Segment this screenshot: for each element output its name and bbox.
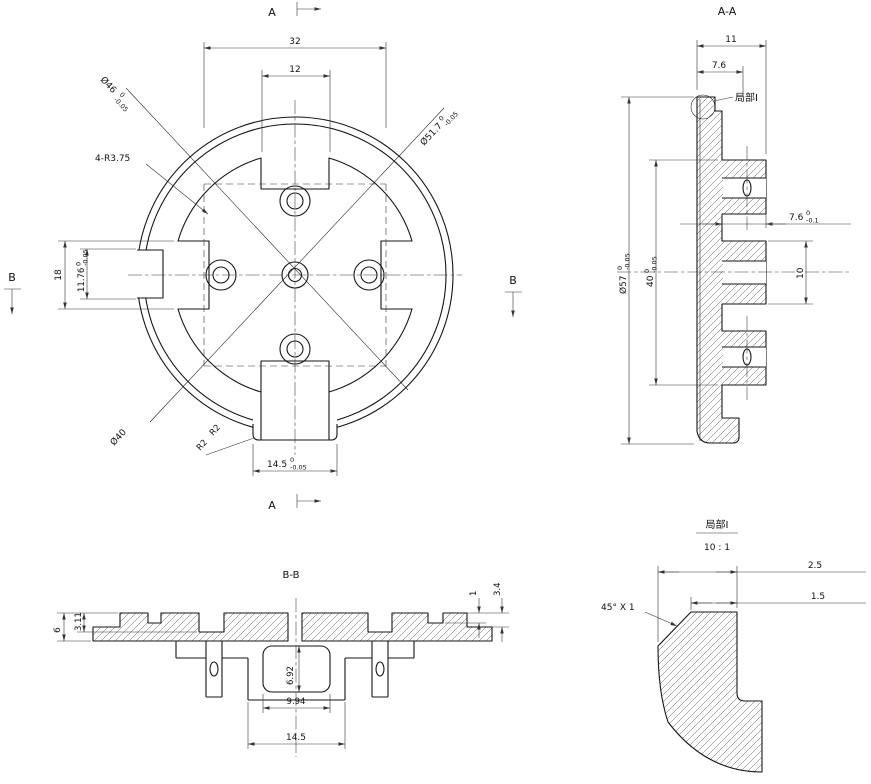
svg-text:Ø57: Ø57	[618, 275, 629, 294]
svg-text:11.76: 11.76	[77, 268, 87, 292]
dim-18-label: 18	[54, 269, 64, 281]
dim-10-label: 10	[796, 267, 806, 279]
svg-text:14.5: 14.5	[267, 460, 287, 470]
detail-scale: 10 : 1	[704, 543, 730, 553]
svg-text:1: 1	[469, 591, 479, 596]
section-bb-title: B-B	[283, 570, 300, 581]
dim-145-label: 14.5 0 -0.05	[267, 456, 307, 472]
section-label-a-bottom: A	[268, 499, 276, 512]
svg-text:6.92: 6.92	[286, 666, 296, 685]
svg-text:-0.05: -0.05	[290, 464, 307, 472]
dim-76-label: 7.6	[712, 61, 727, 71]
detail-profile	[657, 611, 763, 773]
svg-text:7.6: 7.6	[789, 213, 804, 223]
detail-callout-label: 局部I	[735, 91, 758, 104]
section-bb-view: B-B 6 3.11	[53, 570, 509, 757]
dim-692-label: 6.92	[286, 666, 296, 685]
detail-title: 局部I	[706, 518, 729, 531]
svg-text:-0.05: -0.05	[82, 249, 90, 266]
svg-text:18: 18	[54, 269, 64, 281]
section-aa-title: A-A	[718, 5, 737, 18]
svg-text:0: 0	[75, 262, 83, 266]
section-label-b-left: B	[8, 271, 16, 284]
dim-994-label: 9.94	[287, 697, 306, 707]
section-aa-view: A-A 局部I 11	[616, 5, 852, 445]
detail-view: 局部I 10 : 1 2.5 1.5 45° X 1	[601, 518, 866, 773]
svg-text:0: 0	[806, 209, 810, 217]
section-label-b-right: B	[509, 274, 517, 287]
dim-25-label: 2.5	[808, 561, 822, 571]
dim-1176-label: 11.76 0 -0.05	[75, 249, 90, 292]
svg-text:6: 6	[53, 627, 63, 633]
dim-1-label: 1	[469, 591, 479, 596]
svg-text:0: 0	[290, 456, 294, 464]
detail-dimensions: 2.5 1.5 45° X 1	[601, 561, 866, 642]
dim-34-label: 3.4	[493, 582, 503, 596]
svg-text:0: 0	[643, 269, 651, 273]
dim-12-label: 12	[289, 65, 300, 75]
dim-dia57-label: Ø57 0 -0.05	[616, 253, 632, 294]
svg-text:0: 0	[616, 266, 624, 270]
dim-311-label: 3.11	[74, 612, 84, 631]
dim-32-label: 32	[289, 37, 300, 47]
svg-text:3.4: 3.4	[493, 582, 503, 596]
dim-15-label: 1.5	[811, 592, 825, 602]
svg-text:-0.05: -0.05	[651, 256, 659, 273]
front-outline	[125, 87, 462, 455]
dim-40-label: 40 0 -0.05	[643, 256, 659, 287]
front-view: 32 12 A A B B 18	[4, 2, 522, 512]
svg-text:40: 40	[646, 275, 656, 287]
section-aa-dimensions: 局部I 11 7.6 Ø57 0 -0.05 40 0 -0.05	[616, 35, 851, 445]
svg-text:0: 0	[437, 114, 446, 122]
dim-4r375-label: 4-R3.75	[95, 154, 130, 164]
detail-callout-circle	[690, 94, 716, 120]
section-aa-profile	[617, 96, 852, 444]
dim-76tol-label: 7.6 0 -0.1	[789, 209, 819, 225]
dim-145bb-label: 14.5	[286, 733, 306, 743]
dim-6-label: 6	[53, 627, 63, 633]
svg-text:0: 0	[118, 91, 127, 99]
section-bb-profile	[92, 598, 493, 757]
svg-text:-0.1: -0.1	[806, 217, 819, 225]
section-bb-dimensions: 6 3.11 1 3.4 6.92	[53, 582, 509, 749]
svg-text:-0.05: -0.05	[624, 253, 632, 270]
dim-11-label: 11	[725, 35, 736, 45]
svg-text:3.11: 3.11	[74, 612, 84, 631]
chamfer-label: 45° X 1	[601, 603, 635, 613]
section-label-a-top: A	[268, 6, 276, 19]
svg-text:10: 10	[796, 267, 806, 279]
